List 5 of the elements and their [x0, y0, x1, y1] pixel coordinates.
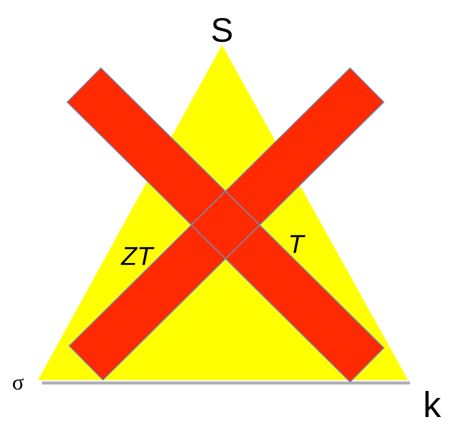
vertex-label: S: [212, 18, 232, 42]
formula-text: ZT: [120, 247, 154, 265]
formula-text: T: [290, 235, 306, 253]
vertex-label: k: [425, 391, 442, 417]
vertex-label: σ: [12, 378, 24, 390]
